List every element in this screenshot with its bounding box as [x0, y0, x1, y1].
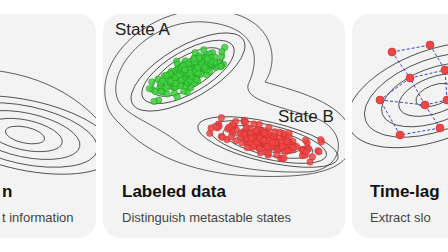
sample-dot [174, 94, 180, 100]
state-a-samples [146, 44, 228, 104]
sample-dot [279, 144, 285, 150]
sample-dot [317, 136, 323, 142]
sample-dot [195, 65, 201, 71]
sample-dot [266, 124, 272, 130]
sample-dot [191, 55, 197, 61]
sample-dot [316, 149, 322, 155]
sample-dot [226, 124, 232, 130]
sample-dot [302, 137, 308, 143]
sample-dot [290, 144, 296, 150]
sample-dot [218, 114, 224, 120]
trajectory-points [376, 41, 448, 139]
sample-dot [257, 145, 263, 151]
sample-dot [248, 135, 254, 141]
sample-dot [218, 63, 224, 69]
sample-dot [261, 137, 267, 143]
panel-ground [0, 14, 96, 238]
sample-dot [290, 144, 296, 150]
sample-dot [273, 152, 279, 158]
panel-ground [103, 14, 345, 238]
sample-dot [265, 150, 271, 156]
contour-lines [0, 69, 96, 188]
sample-dot [284, 138, 290, 144]
panel-subtitle: Distinguish metastable states [122, 210, 291, 226]
sample-dot [241, 131, 247, 137]
sample-dot [164, 91, 170, 97]
sample-dot [204, 56, 210, 62]
sample-dot [164, 84, 170, 90]
sample-dot [219, 49, 225, 55]
sample-dot [261, 130, 267, 136]
panel-title: Labeled data [122, 182, 226, 202]
sample-dot [158, 88, 164, 94]
sample-dot [253, 128, 259, 134]
panel-card: Time-lagExtract slo [352, 14, 448, 238]
sample-dot [213, 124, 219, 130]
state-label: State B [278, 107, 334, 127]
sample-dot [264, 144, 270, 150]
sample-dot [218, 63, 224, 69]
sample-dot [191, 56, 197, 62]
sample-dot [269, 139, 275, 145]
sample-dot [217, 63, 223, 69]
contour-lines [105, 14, 345, 178]
panel-card: n t information [0, 14, 96, 238]
sample-dot [202, 64, 208, 70]
sample-dot [182, 66, 188, 72]
contour-lines [352, 21, 448, 169]
sample-dot [277, 129, 283, 135]
sample-dot [256, 121, 262, 127]
sample-dot [149, 79, 155, 85]
sample-dot [217, 63, 223, 69]
time-lag-links [380, 45, 447, 135]
panel-subtitle: Extract slo [370, 210, 431, 226]
sample-dot [307, 159, 313, 165]
panel-subtitle: t information [2, 210, 74, 226]
sample-dot [172, 80, 178, 86]
sample-dot [303, 149, 309, 155]
panel-title: Time-lag [370, 182, 440, 202]
sample-dot [163, 72, 169, 78]
sample-dot [219, 134, 225, 140]
sample-dot [146, 85, 152, 91]
sample-dot [281, 155, 287, 161]
sample-dot [228, 134, 234, 140]
sample-dot [242, 119, 248, 125]
state-label: State A [115, 20, 170, 40]
sample-dot [158, 88, 164, 94]
sample-dot [151, 98, 157, 104]
panel-title: n [2, 182, 12, 202]
sample-dot [278, 144, 284, 150]
sample-dot [243, 125, 249, 131]
